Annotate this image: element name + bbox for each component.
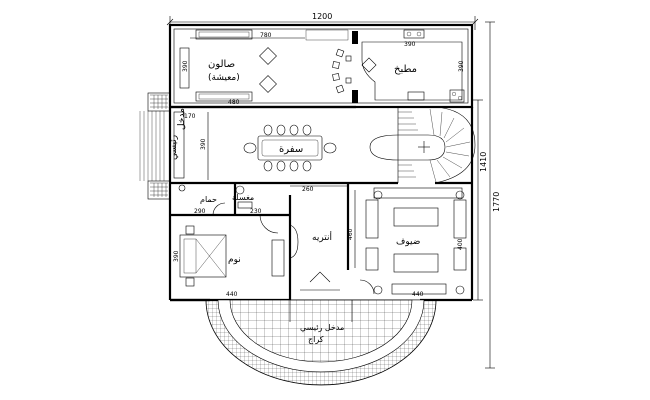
overall-width-dimension: 1200 xyxy=(166,12,479,30)
salon-sub-label: (معيشة) xyxy=(208,73,240,83)
dining-dim-b: 390 xyxy=(200,138,207,150)
salon-side-dim: 390 xyxy=(182,60,189,72)
washroom-label: مغسلة xyxy=(232,193,254,202)
guest-side-dim: 400 xyxy=(457,238,464,250)
lobby-room: أنتريه 460 xyxy=(289,224,375,295)
salon-room: 780 480 390 صالون (معيشة) xyxy=(179,29,349,106)
entrance-label: مدخل xyxy=(177,108,187,130)
bedroom-label: نوم xyxy=(228,255,241,265)
dining-dim-a: 170 xyxy=(184,113,196,120)
salon-label: صالون xyxy=(208,59,235,70)
terrace-area: مدخل رئيسي كراج xyxy=(205,299,437,386)
salon-inner-dim: 480 xyxy=(228,99,240,106)
guests-label: ضيوف xyxy=(396,237,420,247)
entrance-steps: مدخل رئيسي 170 390 xyxy=(139,92,209,200)
bath-room: حمام مغسلة 290 230 xyxy=(178,184,262,216)
inner-height-label: 1410 xyxy=(479,152,488,172)
kitchen-top-dim: 390 xyxy=(404,41,416,48)
kitchen-side-dim: 390 xyxy=(458,60,465,72)
outer-height-label: 1770 xyxy=(492,192,501,212)
bedroom-width-dim: 440 xyxy=(226,291,238,298)
wash-dim: 230 xyxy=(250,208,262,215)
bedroom-room: 390 نوم 440 xyxy=(173,214,285,298)
dining-room: سفرة xyxy=(243,124,337,172)
bath-label: حمام xyxy=(200,195,217,204)
bedroom-side-dim: 390 xyxy=(173,250,180,262)
lobby-dim: 460 xyxy=(347,228,354,240)
outer-walls xyxy=(168,23,474,302)
terrace-sub-label: كراج xyxy=(308,335,324,344)
terrace-label: مدخل رئيسي xyxy=(300,323,344,332)
guest-width-dim: 440 xyxy=(412,291,424,298)
entrance-sub-label: رئيسي xyxy=(169,135,179,160)
dining-label: سفرة xyxy=(279,144,303,155)
overall-width-label: 1200 xyxy=(312,12,332,21)
kitchen-label: مطبخ xyxy=(394,64,417,75)
salon-kitchen-divider xyxy=(332,31,358,103)
kitchen-room: 390 390 مطبخ xyxy=(361,29,465,103)
bath-dim: 290 xyxy=(194,208,206,215)
salon-width-dim: 780 xyxy=(260,32,272,39)
overall-height-dimensions: 1410 1770 xyxy=(473,21,501,369)
guest-room: 400 440 ضيوف xyxy=(365,187,467,298)
spiral-staircase xyxy=(369,106,476,184)
lobby-label: أنتريه xyxy=(312,231,332,243)
hall-dim: 260 xyxy=(302,186,314,193)
